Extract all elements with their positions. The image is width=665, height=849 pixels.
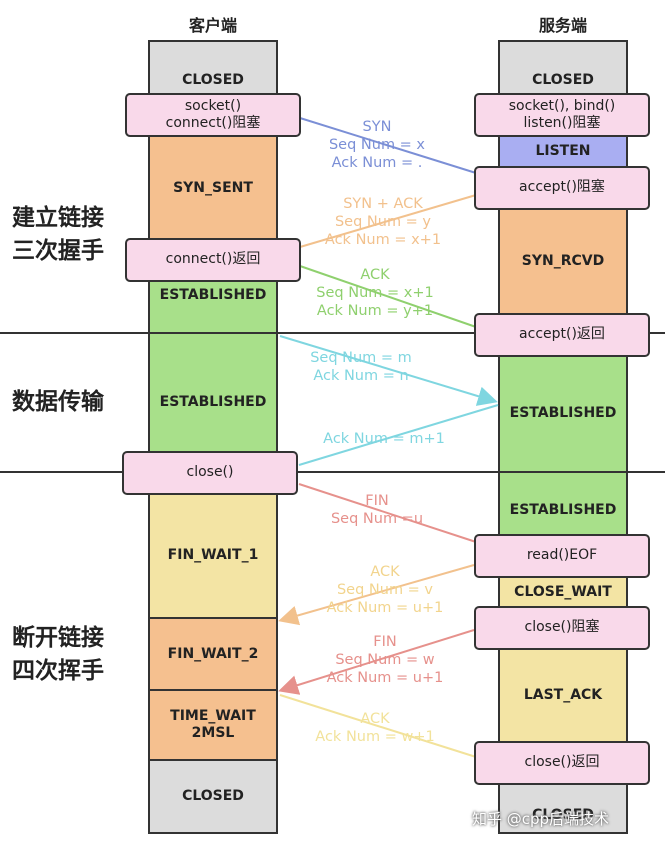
message-ack: ACK Seq Num = x+1 Ack Num = y+1 xyxy=(316,267,434,319)
server-state-close-wait: CLOSE_WAIT xyxy=(498,576,628,606)
phase-divider-transfer-teardown xyxy=(0,471,665,473)
arrow-ack3 xyxy=(279,694,477,758)
server-call-close-block: close()阻塞 xyxy=(474,606,650,650)
client-state-established-1: ESTABLISHED xyxy=(148,280,278,332)
server-call-read-eof: read()EOF xyxy=(474,534,650,578)
client-call-close: close() xyxy=(122,451,298,495)
server-state-closed-bottom: CLOSED xyxy=(498,784,628,834)
message-syn-ack: SYN + ACK Seq Num = y Ack Num = x+1 xyxy=(324,196,442,248)
phase-label-teardown: 断开链接 四次挥手 xyxy=(12,625,104,685)
client-state-established-2: ESTABLISHED xyxy=(148,334,278,471)
message-fin1: FIN Seq Num =u xyxy=(330,493,424,527)
phase-label-handshake: 建立链接 三次握手 xyxy=(12,205,104,265)
arrow-data-ack xyxy=(298,404,499,466)
client-column-title: 客户端 xyxy=(188,16,237,35)
arrow-fin1 xyxy=(298,483,477,543)
arrow-fin2 xyxy=(278,629,475,695)
message-data: Seq Num = m Ack Num = n xyxy=(310,350,412,384)
message-data-ack: Ack Num = m+1 xyxy=(323,431,445,447)
phase-label-transfer: 数据传输 xyxy=(12,389,104,415)
arrow-ack2 xyxy=(278,564,475,626)
message-ack2: ACK Seq Num = v Ack Num = u+1 xyxy=(326,564,444,616)
client-state-closed-bottom: CLOSED xyxy=(148,761,278,834)
server-state-listen: LISTEN xyxy=(498,136,628,166)
client-call-socket-connect: socket() connect()阻塞 xyxy=(125,93,301,137)
arrow-ack xyxy=(299,265,477,328)
phase-divider-handshake-transfer xyxy=(0,332,665,334)
client-state-fin-wait-1: FIN_WAIT_1 xyxy=(148,493,278,619)
server-call-socket-bind-listen: socket(), bind() listen()阻塞 xyxy=(474,93,650,137)
server-state-last-ack: LAST_ACK xyxy=(498,648,628,742)
server-call-accept-return: accept()返回 xyxy=(474,313,650,357)
message-fin2: FIN Seq Num = w Ack Num = u+1 xyxy=(326,634,444,686)
message-ack3: ACK Ack Num = w+1 xyxy=(315,711,435,745)
client-state-time-wait: TIME_WAIT 2MSL xyxy=(148,691,278,761)
arrow-data xyxy=(279,335,498,406)
server-call-accept-block: accept()阻塞 xyxy=(474,166,650,210)
arrow-syn-ack xyxy=(299,194,477,248)
client-state-syn-sent: SYN_SENT xyxy=(148,136,278,240)
server-state-established-2: ESTABLISHED xyxy=(498,473,628,535)
client-state-fin-wait-2: FIN_WAIT_2 xyxy=(148,619,278,691)
server-state-established-1: ESTABLISHED xyxy=(498,356,628,471)
server-state-syn-rcvd: SYN_RCVD xyxy=(498,208,628,314)
server-column-title: 服务端 xyxy=(538,16,587,35)
watermark: 知乎 @cpp后端技术 xyxy=(472,810,610,828)
server-call-close-return: close()返回 xyxy=(474,741,650,785)
arrow-syn xyxy=(299,117,477,174)
message-syn: SYN Seq Num = x Ack Num = . xyxy=(328,119,426,171)
client-call-connect-return: connect()返回 xyxy=(125,238,301,282)
